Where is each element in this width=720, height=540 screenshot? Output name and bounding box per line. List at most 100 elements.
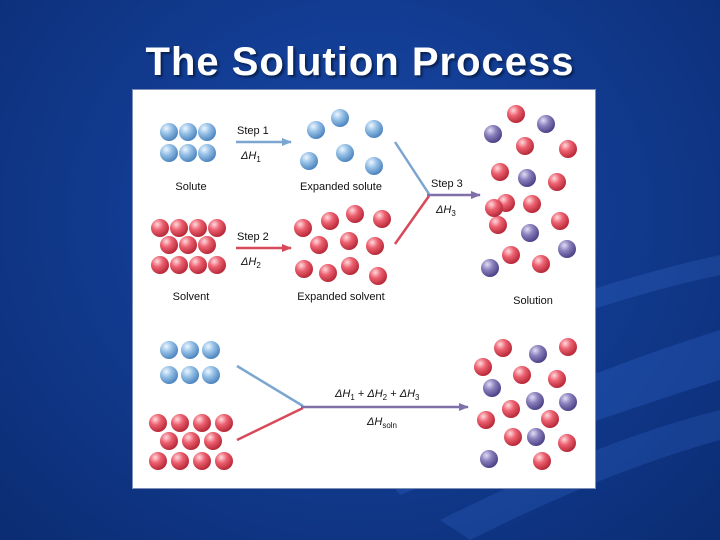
solute-particles: [160, 123, 216, 162]
solvent-particle: [551, 212, 569, 230]
combined-red-arm: [236, 406, 304, 442]
step1-enthalpy: ΔH1: [240, 150, 261, 164]
solvent-particle: [516, 137, 534, 155]
solute-particle: [198, 144, 216, 162]
solute-particle: [160, 366, 178, 384]
solute-particle: [160, 123, 178, 141]
solvent-particle: [559, 338, 577, 356]
solvent-particle: [295, 260, 313, 278]
expanded-solvent-particles: [294, 205, 391, 285]
solute-particle: [202, 341, 220, 359]
solvent-particle: [182, 432, 200, 450]
solute-particle: [331, 109, 349, 127]
solvent-particle: [151, 219, 169, 237]
solvent-particle: [170, 219, 188, 237]
step3-enthalpy: ΔH3: [435, 204, 456, 218]
solvent-particle: [541, 410, 559, 428]
solvent-particle: [532, 255, 550, 273]
solvent-particle: [485, 199, 503, 217]
solvent-particle: [151, 256, 169, 274]
solute-particle: [300, 152, 318, 170]
solute-particle: [336, 144, 354, 162]
solvent-particle: [319, 264, 337, 282]
solution-label: Solution: [513, 295, 553, 307]
dissolved-solute-particle: [521, 224, 539, 242]
solvent-particle: [215, 414, 233, 432]
solvent-particle: [193, 452, 211, 470]
step1-label: Step 1: [237, 125, 269, 137]
solvent-particle: [170, 256, 188, 274]
dissolved-solute-particle: [518, 169, 536, 187]
solvent-particle: [533, 452, 551, 470]
solute-particle: [181, 366, 199, 384]
solvent-label: Solvent: [173, 291, 210, 303]
solvent-particle: [477, 411, 495, 429]
dissolved-solute-particle: [537, 115, 555, 133]
solvent-particle: [341, 257, 359, 275]
solvent-particle: [523, 195, 541, 213]
dissolved-solute-particle: [484, 125, 502, 143]
solvent-particle: [548, 370, 566, 388]
step3-red-arm: [393, 195, 431, 245]
solvent-particle: [369, 267, 387, 285]
dissolved-solute-particle: [529, 345, 547, 363]
solvent-particle: [507, 105, 525, 123]
dissolved-solute-particle: [481, 259, 499, 277]
solvent-particle: [215, 452, 233, 470]
diagram-panel: Step 1 ΔH1 Step 2 ΔH2 Step 3 ΔH3 ΔH1 + Δ…: [132, 89, 596, 489]
solute-particle: [365, 120, 383, 138]
solvent-particle: [310, 236, 328, 254]
solvent-particle: [189, 256, 207, 274]
solvent-particle: [489, 216, 507, 234]
bottom-solution-particles: [474, 338, 577, 470]
solute-particle: [202, 366, 220, 384]
solvent-particle: [208, 256, 226, 274]
solvent-particles: [151, 219, 226, 274]
solvent-particle: [366, 237, 384, 255]
step2-enthalpy: ΔH2: [240, 256, 261, 270]
dissolved-solute-particle: [480, 450, 498, 468]
solvent-particle: [294, 219, 312, 237]
solvent-particle: [373, 210, 391, 228]
bottom-solute-particles: [160, 341, 220, 384]
solvent-particle: [179, 236, 197, 254]
solvent-particle: [346, 205, 364, 223]
solvent-particle: [149, 414, 167, 432]
solvent-particle: [502, 246, 520, 264]
combined-enthalpy-total: ΔHsoln: [366, 416, 397, 430]
solvent-particle: [340, 232, 358, 250]
solution-process-diagram: Step 1 ΔH1 Step 2 ΔH2 Step 3 ΔH3 ΔH1 + Δ…: [149, 105, 577, 470]
solvent-particle: [548, 173, 566, 191]
solute-particle: [160, 144, 178, 162]
solvent-particle: [160, 236, 178, 254]
solution-particles: [481, 105, 577, 277]
solvent-particle: [208, 219, 226, 237]
solvent-particle: [474, 358, 492, 376]
solvent-particle: [171, 414, 189, 432]
solvent-particle: [149, 452, 167, 470]
dissolved-solute-particle: [526, 392, 544, 410]
solvent-particle: [513, 366, 531, 384]
dissolved-solute-particle: [483, 379, 501, 397]
solvent-particle: [559, 140, 577, 158]
step3-blue-arm: [393, 141, 431, 195]
expanded-solute-particles: [300, 109, 383, 175]
solvent-particle: [193, 414, 211, 432]
solvent-particle: [204, 432, 222, 450]
solute-particle: [179, 123, 197, 141]
slide-title: The Solution Process: [145, 40, 575, 84]
step3-label: Step 3: [431, 178, 463, 190]
combined-blue-arm: [236, 364, 304, 408]
solute-particle: [179, 144, 197, 162]
solvent-particle: [558, 434, 576, 452]
solvent-particle: [160, 432, 178, 450]
solute-particle: [160, 341, 178, 359]
solvent-particle: [502, 400, 520, 418]
solvent-particle: [171, 452, 189, 470]
dissolved-solute-particle: [559, 393, 577, 411]
solvent-particle: [321, 212, 339, 230]
solvent-particle: [494, 339, 512, 357]
dissolved-solute-particle: [527, 428, 545, 446]
bottom-solvent-particles: [149, 414, 233, 470]
expanded-solvent-label: Expanded solvent: [297, 291, 384, 303]
